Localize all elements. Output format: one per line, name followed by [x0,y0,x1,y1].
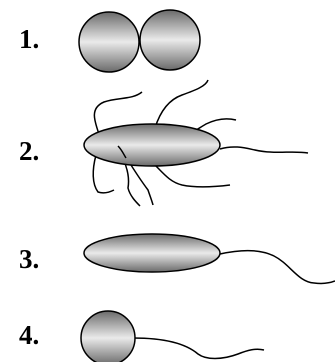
bacillus-cell [84,234,220,272]
item-label-4: 4. [19,322,39,349]
peritrichous-bacillus [84,80,308,206]
flagellum [220,147,308,153]
item-label-3: 3. [19,246,39,273]
coccus-cell [81,311,135,362]
coccus-cell-left [79,12,139,72]
flagellum [155,80,208,128]
diplococcus [79,10,200,72]
monotrichous-bacillus [84,234,335,283]
item-label-1: 1. [19,26,39,53]
monotrichous-coccus [81,311,264,362]
flagellum [220,251,335,284]
flagellum [154,164,230,187]
flagellum [133,338,264,359]
item-label-2: 2. [19,138,39,165]
coccus-cell-right [140,10,200,70]
bacillus-cell [84,124,220,166]
